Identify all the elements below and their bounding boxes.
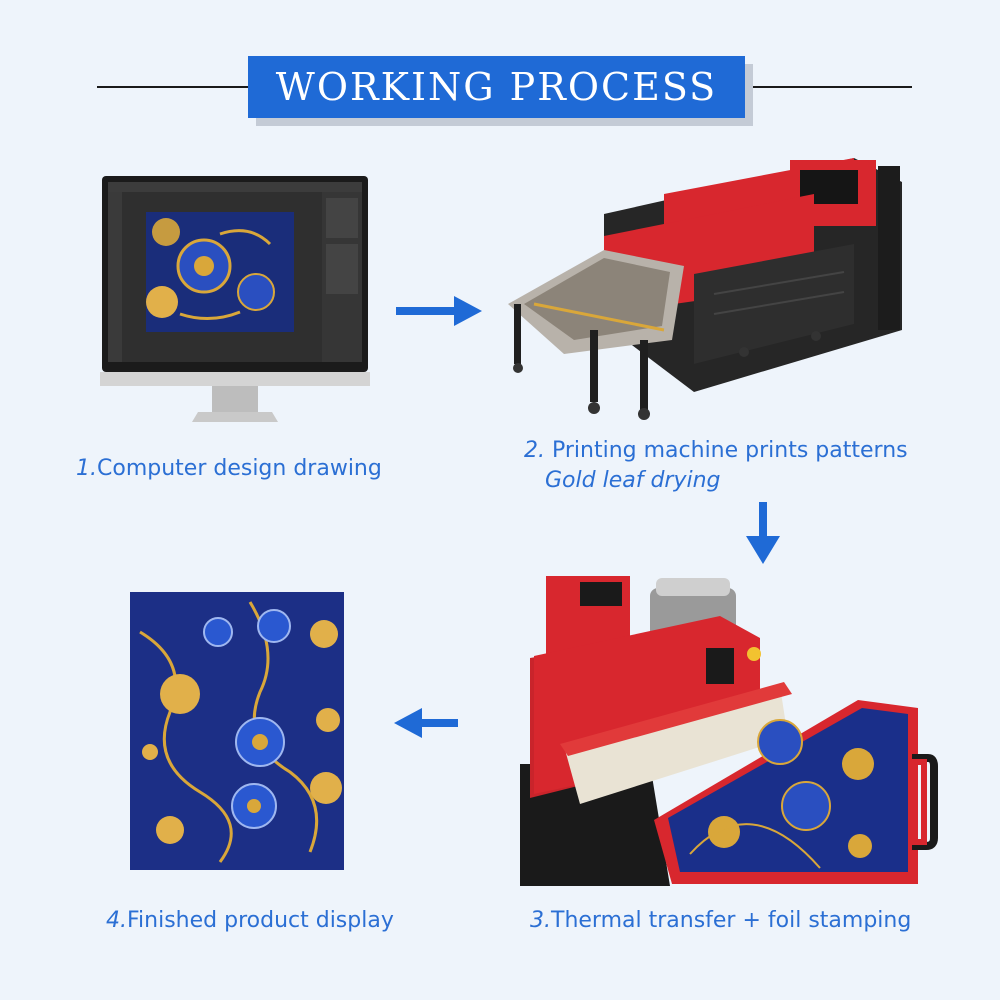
arrow-left-icon — [394, 708, 458, 738]
step-4-number: 4. — [106, 908, 127, 933]
step-3-number: 3. — [530, 908, 551, 933]
step-4-label: Finished product display — [127, 908, 394, 933]
step-1-label: Computer design drawing — [97, 456, 382, 481]
computer-monitor-image — [100, 176, 370, 422]
arrow-right-icon — [396, 296, 482, 326]
page-title: WORKING PROCESS — [248, 56, 745, 118]
step-2-subcaption: Gold leaf drying — [545, 468, 721, 493]
finished-fabric-image — [130, 592, 344, 870]
header-banner: WORKING PROCESS — [248, 56, 753, 126]
step-3-label: Thermal transfer + foil stamping — [551, 908, 912, 933]
step-2-number: 2. — [524, 438, 545, 463]
step-2-caption: 2. Printing machine prints patterns — [524, 438, 908, 463]
printing-machine-image — [508, 158, 902, 420]
header-rule-left — [97, 86, 249, 88]
step-3-caption: 3.Thermal transfer + foil stamping — [530, 908, 911, 933]
step-1-caption: 1.Computer design drawing — [76, 456, 382, 481]
heat-press-image — [520, 576, 938, 886]
header-rule-right — [752, 86, 912, 88]
step-4-caption: 4.Finished product display — [106, 908, 394, 933]
step-1-number: 1. — [76, 456, 97, 481]
step-2-label: Printing machine prints patterns — [552, 438, 908, 463]
arrow-down-icon — [746, 502, 780, 564]
